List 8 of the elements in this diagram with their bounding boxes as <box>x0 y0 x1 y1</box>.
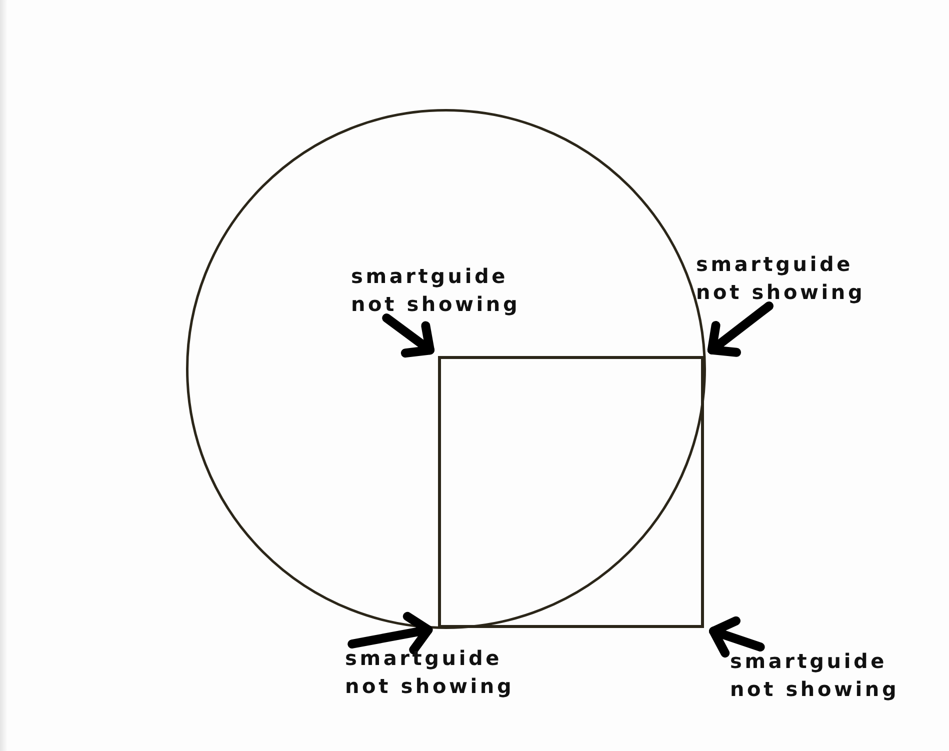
annotation-text: smartguide not showing <box>351 262 529 318</box>
arrow <box>707 302 774 357</box>
arrow <box>382 314 434 358</box>
arrow <box>348 612 433 654</box>
annotation-text: smartguide not showing <box>730 647 908 703</box>
annotation-text: smartguide not showing <box>696 250 874 306</box>
arrow <box>709 616 765 658</box>
annotation-text: smartguide not showing <box>345 644 523 700</box>
